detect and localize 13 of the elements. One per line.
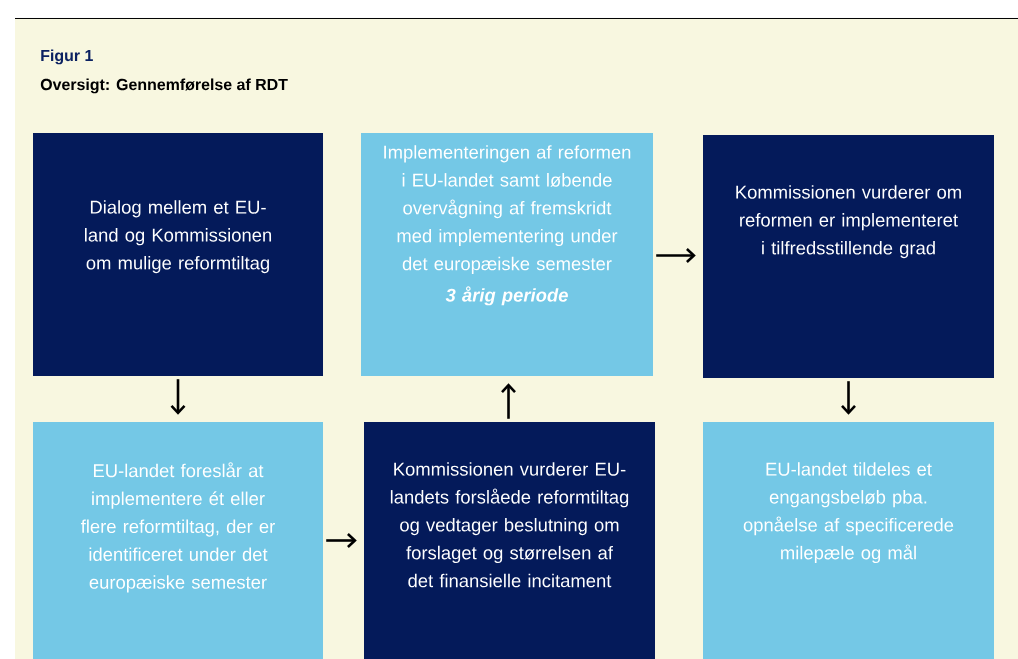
process-box: EU-landet tildeles et engangsbeløb pba. opnåelse af specificerede milepæle og mål <box>703 422 994 659</box>
process-box: Kommissionen vurderer om reformen er implementeret i tilfredsstillende grad <box>703 135 994 378</box>
process-box: EU-landet foreslår at implementere ét eller flere reformtiltag, der er identificeret under det europæiske semester <box>33 422 323 659</box>
arrow <box>170 379 186 415</box>
figure-number: Figur 1 <box>41 49 93 65</box>
arrow <box>841 381 856 415</box>
process-box: Dialog mellem et EU-land og Kommissionen om mulige reformtiltag <box>33 133 323 376</box>
process-box: Implementeringen af reformen i EU-landet samt løbende overvågning af fremskridt med implementering under det europæiske semester 3 årig periode <box>361 133 653 376</box>
arrow <box>656 248 696 263</box>
figure-title: Oversigt: Gennemførelse af RDT <box>40 78 288 94</box>
arrow <box>501 383 516 419</box>
arrow <box>326 533 357 548</box>
process-box: Kommissionen vurderer EU-landets forslåede reformtiltag og vedtager beslutning om forslaget og størrelsen af det finansielle incitament <box>364 422 655 659</box>
